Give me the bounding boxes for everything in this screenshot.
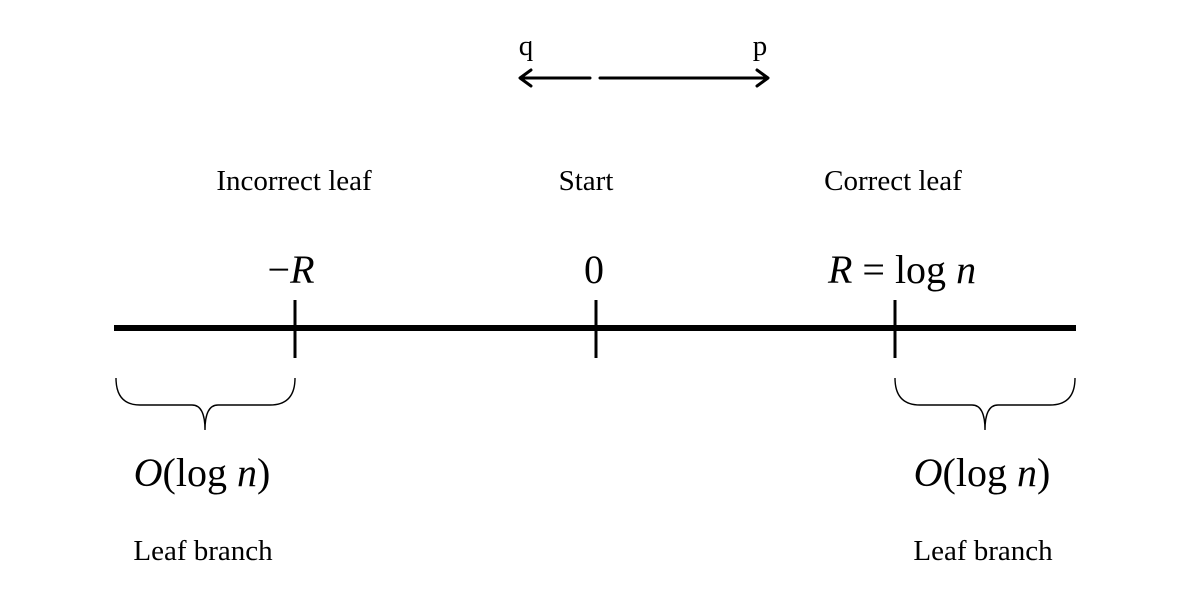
var-r: R: [827, 247, 853, 292]
log-fn: log: [894, 247, 947, 292]
caption-start: Start: [558, 165, 614, 197]
caption-leaf-branch-right: Leaf branch: [913, 535, 1053, 567]
tick-label-r-equals-log-n: R = log n: [828, 250, 976, 290]
brace-right: [894, 377, 1076, 431]
arrow-left-q: [518, 68, 592, 88]
caption-leaf-branch-left: Leaf branch: [133, 535, 273, 567]
var-n: n: [237, 450, 258, 495]
tick-label-zero: 0: [584, 247, 604, 292]
var-n: n: [956, 247, 977, 292]
brace-label-left: O(log n): [134, 453, 271, 493]
label-p: p: [752, 30, 768, 62]
var-r: R: [290, 247, 315, 292]
log-fn: log: [955, 450, 1008, 495]
caption-incorrect-leaf: Incorrect leaf: [216, 165, 372, 197]
paren-close: ): [1037, 450, 1051, 495]
log-fn: log: [175, 450, 228, 495]
var-n: n: [1017, 450, 1038, 495]
brace-label-right: O(log n): [914, 453, 1051, 493]
tick-label-minus-r: −R: [268, 250, 315, 290]
big-o: O: [133, 450, 163, 495]
paren-close: ): [257, 450, 271, 495]
big-o: O: [913, 450, 943, 495]
caption-correct-leaf: Correct leaf: [824, 165, 962, 197]
paren-open: (: [942, 450, 956, 495]
paren-open: (: [162, 450, 176, 495]
arrow-right-p: [598, 68, 770, 88]
equals-sign: =: [852, 247, 895, 292]
label-q: q: [518, 30, 534, 62]
brace-left: [115, 377, 296, 431]
minus-sign: −: [267, 247, 291, 292]
